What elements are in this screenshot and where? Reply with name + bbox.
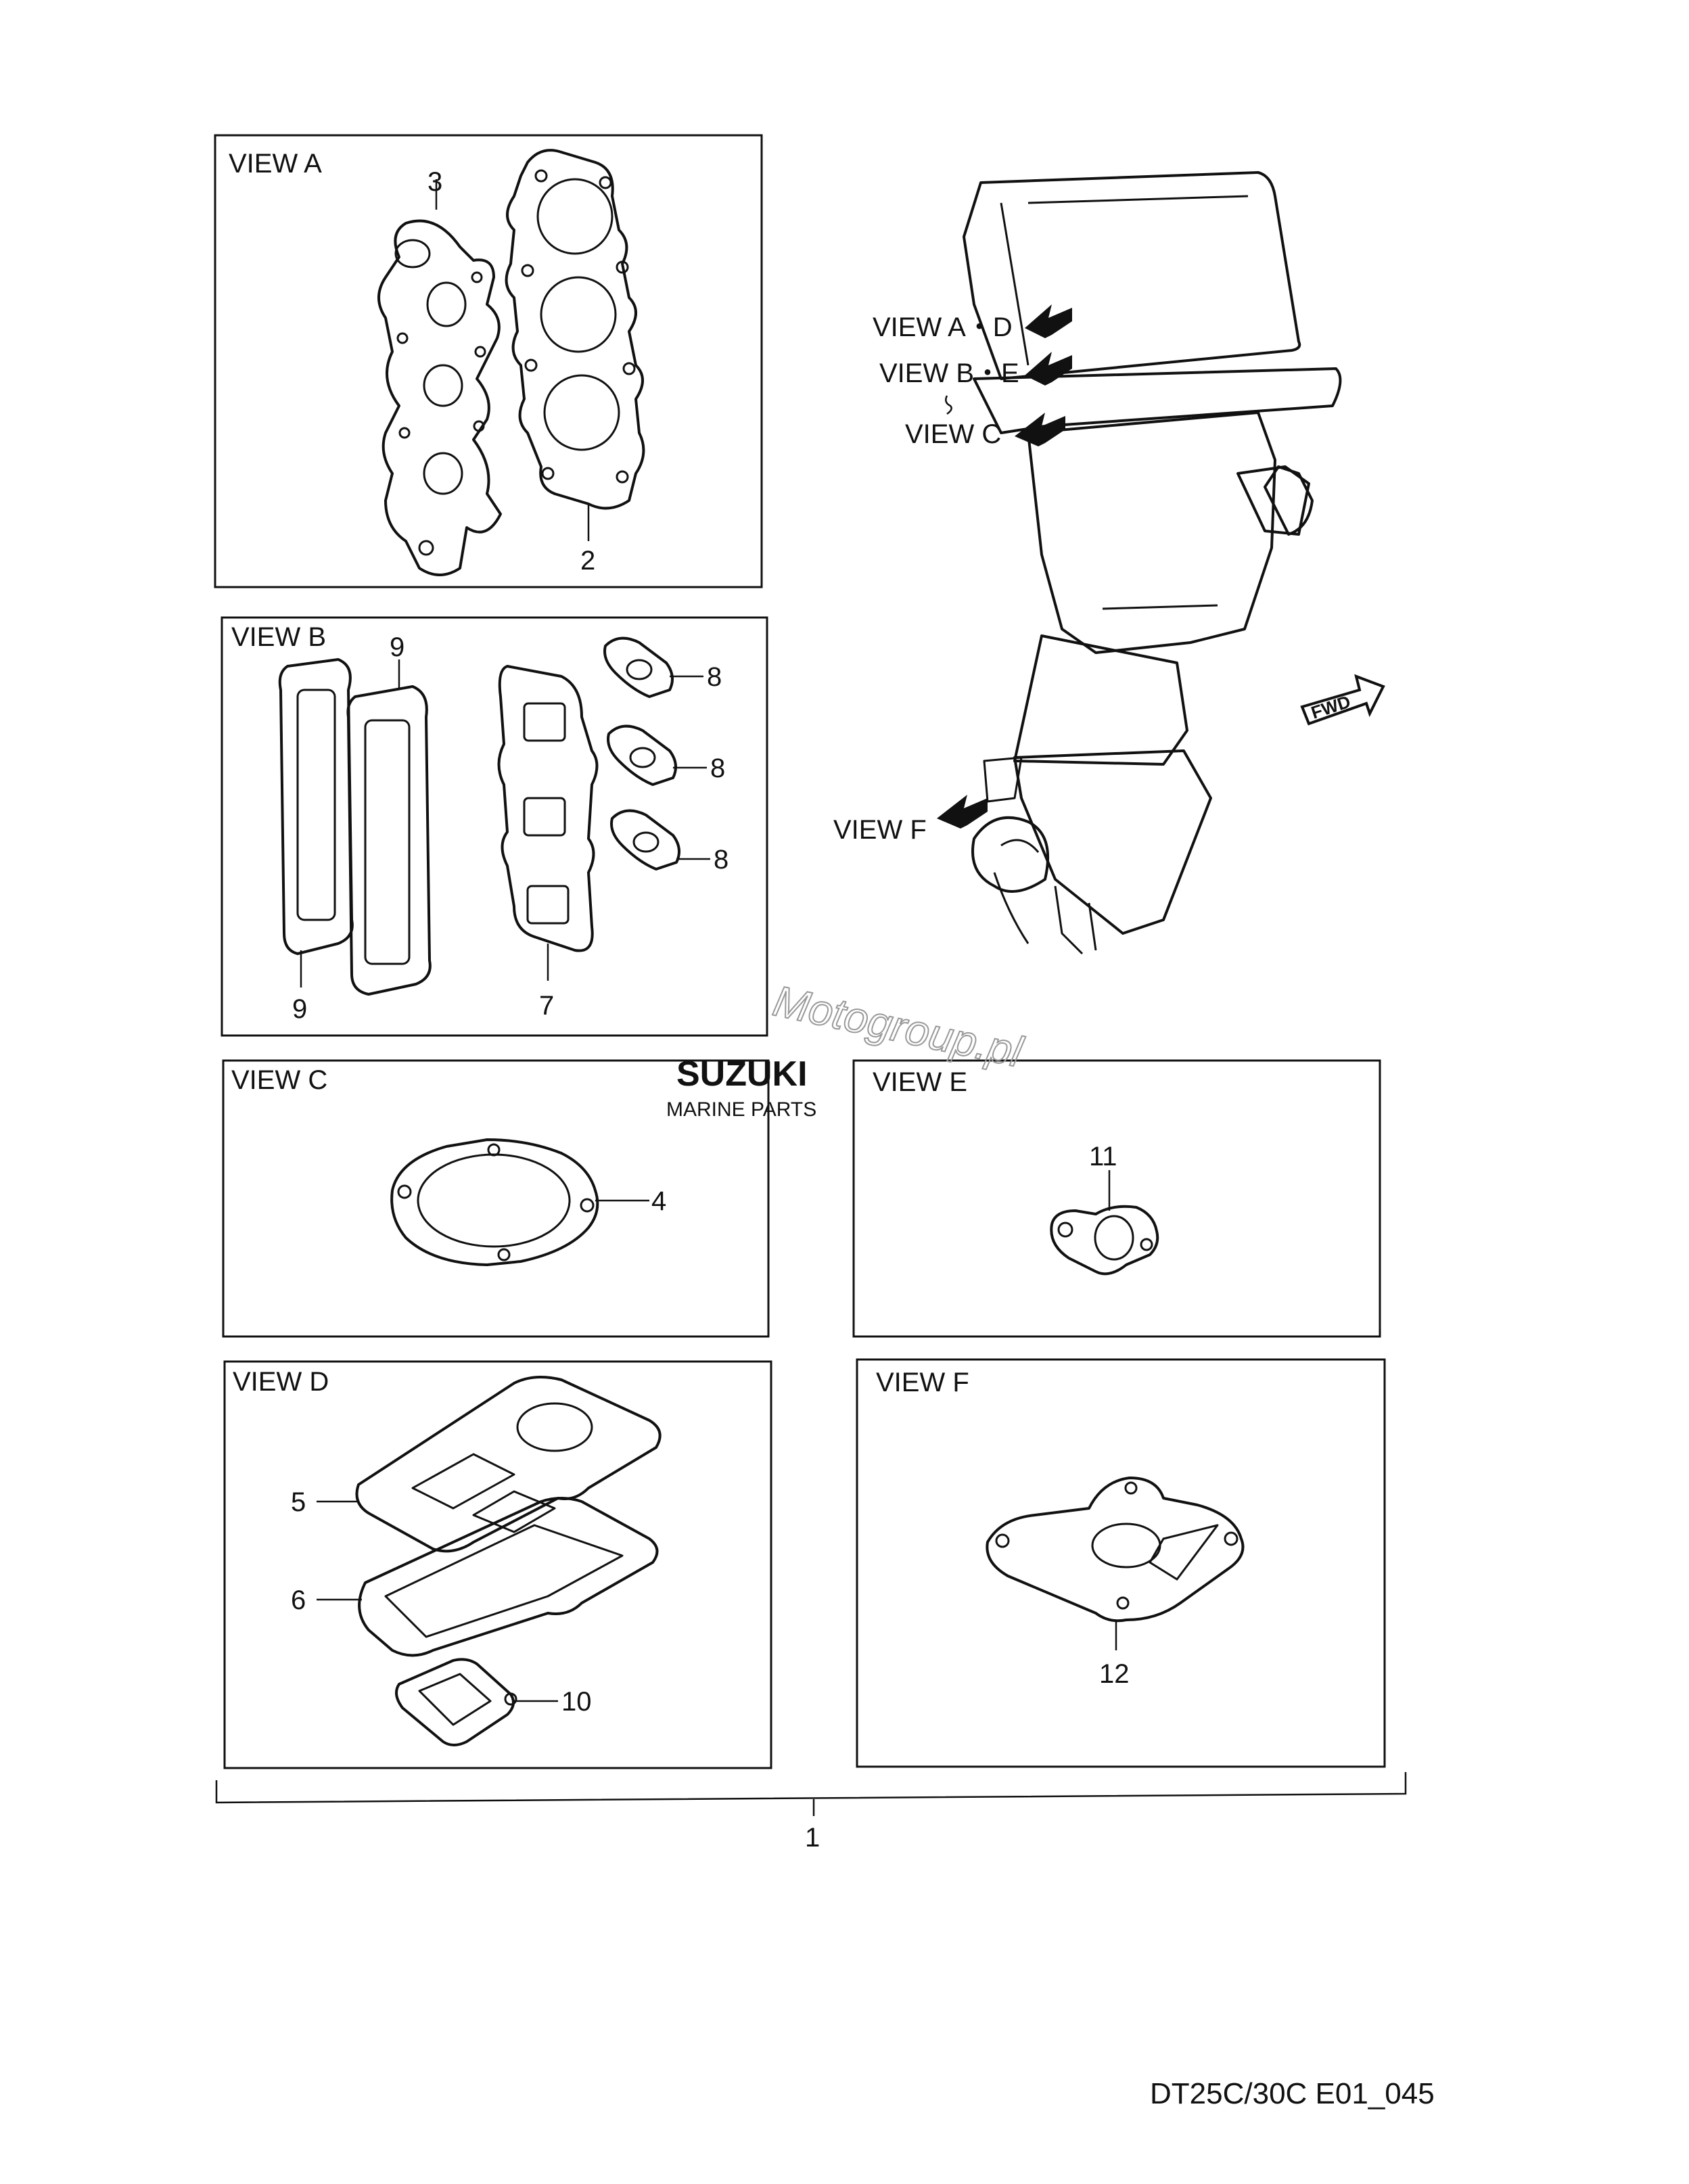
view-f-label: VIEW F [876, 1368, 969, 1397]
drawing-code: DT25C/30C E01_045 [1150, 2077, 1435, 2110]
outboard-motor-illustration [963, 171, 1342, 955]
view-a-panel: VIEW A 3 [214, 134, 763, 588]
watermark: Motogroup.pl SUZUKI MARINE PARTS [666, 975, 1028, 1121]
gasket-part-8-middle [607, 724, 677, 786]
gasket-part-8-top [603, 636, 674, 698]
gasket-part-4 [390, 1138, 599, 1266]
gasket-part-9-right [346, 685, 432, 996]
gasket-part-10 [395, 1658, 517, 1746]
view-callouts: VIEW A・D VIEW B・E VIEW C VIEW F [833, 312, 1019, 845]
part-number-11: 11 [1089, 1142, 1117, 1171]
gasket-part-11 [1050, 1205, 1159, 1276]
part-number-8-bottom: 8 [714, 845, 728, 875]
part-number-4: 4 [651, 1186, 666, 1216]
part-number-10: 10 [561, 1687, 592, 1717]
gasket-part-5 [355, 1376, 662, 1553]
gasket-part-7 [497, 665, 599, 952]
part-number-2: 2 [580, 546, 595, 576]
part-number-7: 7 [539, 991, 554, 1021]
callout-view-f: VIEW F [833, 815, 927, 845]
view-d-panel: VIEW D 5 6 10 [223, 1360, 772, 1769]
forward-arrow-icon: FWD [1300, 674, 1385, 726]
watermark-sub: MARINE PARTS [666, 1098, 816, 1121]
view-d-label: VIEW D [233, 1367, 329, 1397]
callout-view-c: VIEW C [905, 419, 1001, 449]
gasket-part-9-left [278, 658, 354, 955]
callout-view-a-d: VIEW A・D [873, 312, 1013, 342]
view-a-label: VIEW A [229, 149, 322, 179]
fwd-label: FWD [1309, 691, 1353, 723]
view-b-label: VIEW B [231, 622, 326, 652]
callout-view-b-e: VIEW B・E [879, 358, 1019, 388]
part-number-8-middle: 8 [710, 753, 725, 783]
view-c-panel: VIEW C 4 [222, 1059, 770, 1338]
kit-bracket: 1 [215, 1772, 1407, 1853]
part-number-1: 1 [805, 1823, 820, 1853]
part-number-6: 6 [291, 1585, 306, 1615]
gasket-part-6 [358, 1497, 659, 1657]
view-f-panel: VIEW F 12 [856, 1358, 1386, 1768]
part-number-5: 5 [291, 1487, 306, 1517]
part-number-9-right: 9 [390, 632, 404, 662]
part-number-3: 3 [427, 167, 442, 197]
gasket-part-8-bottom [610, 809, 680, 870]
part-number-9-left: 9 [292, 994, 307, 1024]
gasket-part-2 [505, 149, 645, 510]
gasket-part-12 [986, 1477, 1245, 1623]
view-arrows [937, 304, 1072, 829]
watermark-brand: SUZUKI [676, 1054, 808, 1094]
part-number-8-top: 8 [707, 662, 722, 692]
view-e-label: VIEW E [873, 1067, 967, 1097]
view-e-panel: VIEW E 11 [852, 1059, 1381, 1338]
part-number-12: 12 [1099, 1659, 1130, 1689]
view-c-label: VIEW C [231, 1065, 327, 1095]
gasket-part-3 [377, 219, 502, 576]
view-b-panel: VIEW B 9 9 7 8 [221, 616, 768, 1037]
